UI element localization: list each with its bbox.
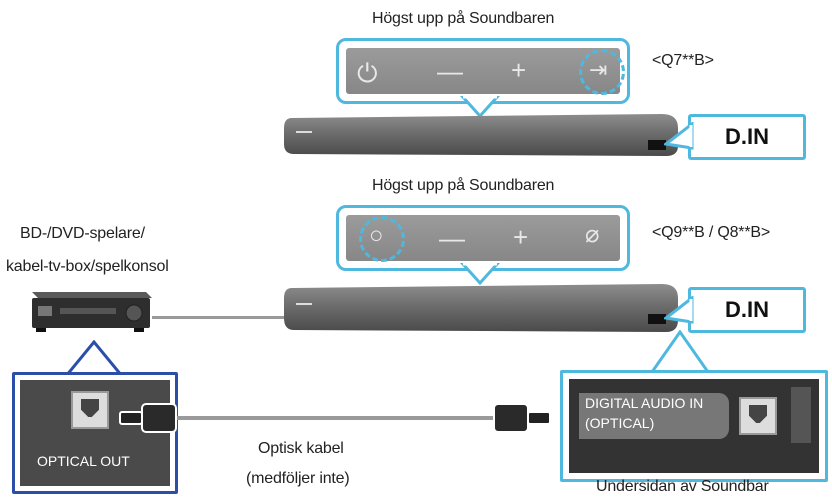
mic-off-icon: ⌀	[585, 221, 600, 248]
top-heading: Högst upp på Soundbaren	[372, 10, 555, 27]
optical-in-port-icon	[739, 397, 777, 435]
minus-icon: —	[437, 56, 463, 86]
digital-audio-in-label: DIGITAL AUDIO IN	[585, 395, 704, 411]
digital-audio-in-panel: DIGITAL AUDIO IN (OPTICAL)	[560, 370, 828, 482]
plus-icon: +	[513, 222, 529, 252]
player-device	[32, 292, 152, 332]
optical-port-icon	[71, 391, 109, 429]
highlight-ring	[579, 49, 625, 95]
middle-heading: Högst upp på Soundbaren	[372, 177, 555, 194]
middle-soundbar	[284, 284, 678, 332]
optical-out-label: OPTICAL OUT	[37, 453, 130, 469]
highlight-ring	[359, 216, 405, 262]
optical-out-panel: OPTICAL OUT	[12, 372, 178, 494]
middle-callout-pointer	[664, 296, 694, 324]
power-icon: ⏻	[357, 58, 378, 88]
player-to-soundbar-cable	[152, 316, 284, 319]
minus-icon: —	[439, 223, 465, 253]
top-soundbar	[284, 114, 678, 156]
cable-label-line1: Optisk kabel	[258, 440, 344, 457]
top-callout-pointer	[664, 122, 694, 150]
soundbar-bottom-caption: Undersidan av Soundbar	[596, 478, 769, 495]
plus-icon: +	[511, 55, 527, 85]
player-label-line1: BD-/DVD-spelare/	[20, 225, 145, 242]
middle-connector	[460, 263, 500, 285]
port-label-plate	[579, 393, 729, 439]
middle-model-label: <Q9**B / Q8**B>	[652, 224, 770, 241]
optical-cable	[119, 403, 551, 433]
top-connector	[460, 96, 500, 118]
top-model-label: <Q7**B>	[652, 52, 714, 69]
top-din-callout: D.IN	[688, 114, 806, 160]
player-label-line2: kabel-tv-box/spelkonsol	[6, 258, 169, 275]
middle-button-panel: ○ — + ⌀	[336, 205, 630, 271]
middle-din-callout: D.IN	[688, 287, 806, 333]
top-button-panel: ⏻ — + ⇥	[336, 38, 630, 104]
cable-label-line2: (medföljer inte)	[246, 470, 350, 487]
optical-in-label: (OPTICAL)	[585, 415, 655, 431]
